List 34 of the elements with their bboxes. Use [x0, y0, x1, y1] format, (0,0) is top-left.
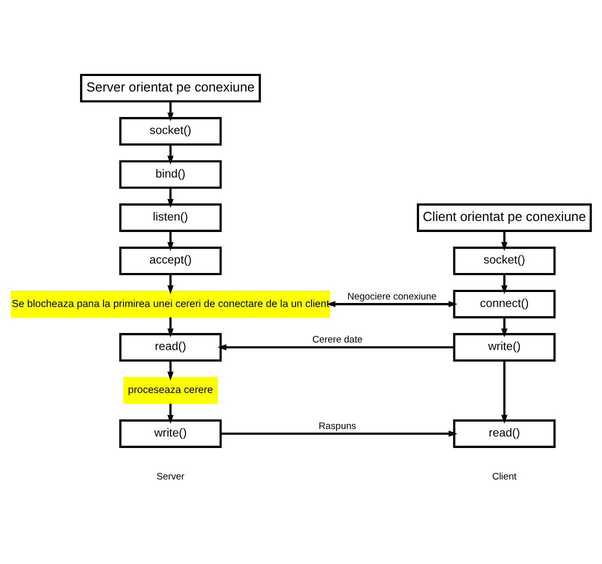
- node-box: socket(): [119, 116, 222, 146]
- arrow: [167, 274, 174, 294]
- arrow: [167, 100, 174, 121]
- node-box: Se blocheaza pana la primirea unei cereri de conectare de la un client: [10, 290, 330, 318]
- arrow: [167, 144, 174, 164]
- edge-label: Cerere date: [312, 334, 363, 345]
- label: Server: [156, 470, 184, 482]
- node-box: read(): [453, 418, 556, 448]
- arrow: [167, 316, 174, 337]
- arrow: [218, 344, 454, 350]
- node-box: socket(): [453, 246, 556, 275]
- arrow: [501, 316, 508, 337]
- node-box: Server orientat pe conexiune: [80, 73, 261, 102]
- arrow: [501, 274, 508, 294]
- node-box: connect(): [453, 289, 556, 318]
- node-box: bind(): [119, 160, 222, 188]
- node-box: listen(): [119, 202, 222, 232]
- arrow: [167, 360, 174, 380]
- arrow: [167, 187, 174, 208]
- node-box: Client orientat pe conexiune: [416, 202, 592, 232]
- arrow: [501, 360, 508, 424]
- node-box: write(): [119, 418, 222, 448]
- node-box: write(): [453, 332, 556, 362]
- arrow: [220, 430, 458, 436]
- arrow: [501, 230, 508, 250]
- arrow: [167, 230, 174, 250]
- edge-label: Negociere conexiune: [347, 290, 437, 302]
- label: Client: [492, 470, 517, 482]
- node-box: accept(): [119, 246, 222, 275]
- node-box: read(): [119, 332, 222, 362]
- arrow: [167, 403, 174, 424]
- edge-label: Raspuns: [318, 420, 356, 432]
- node-box: proceseaza cerere: [123, 376, 218, 404]
- arrow: [326, 300, 458, 307]
